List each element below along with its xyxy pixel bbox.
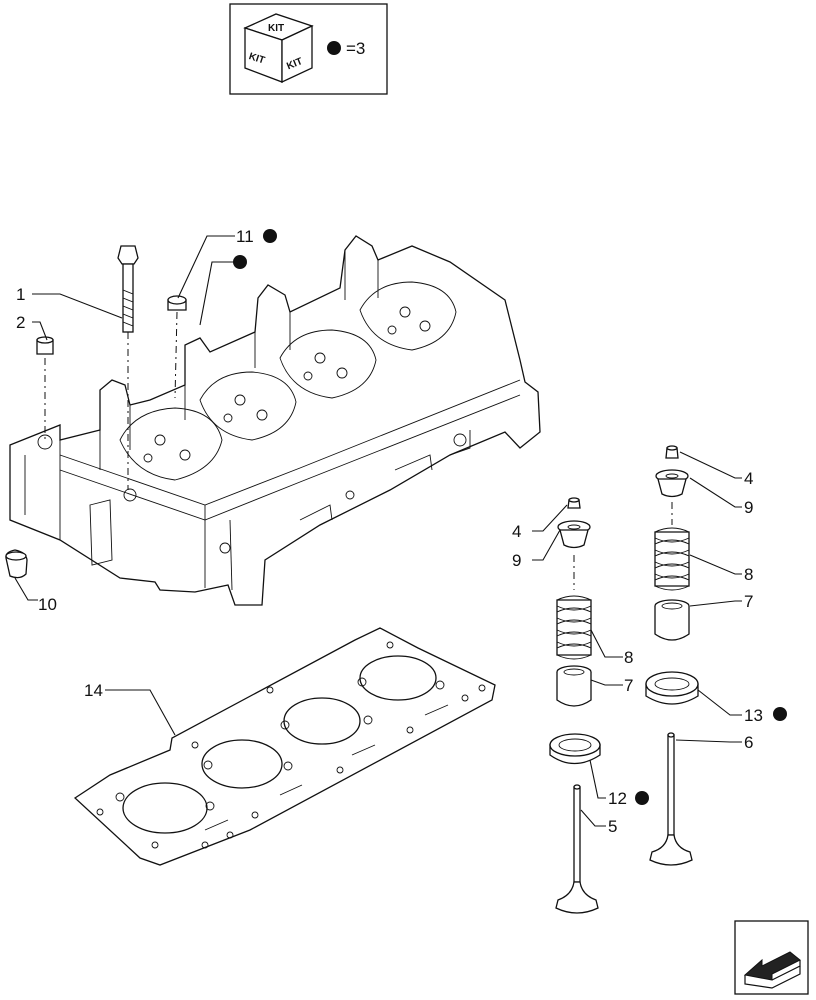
valve-spring-8-left — [556, 595, 592, 660]
plug-10 — [5, 549, 28, 579]
callout-7-left: 7 — [624, 676, 633, 695]
callout-1: 1 — [16, 285, 25, 304]
kit-equals-label: =3 — [346, 39, 365, 58]
callout-13-kit-dot-icon — [773, 707, 787, 721]
plug-2 — [36, 336, 54, 355]
callout-5: 5 — [608, 817, 617, 836]
callout-9-right: 9 — [744, 498, 753, 517]
spring-retainer-9-left — [557, 520, 591, 549]
arrow-icon — [743, 951, 801, 989]
valve-5-intake — [555, 784, 599, 914]
callout-13: 13 — [744, 706, 763, 725]
valve-seat-13 — [645, 671, 699, 705]
callout-7-right: 7 — [744, 592, 753, 611]
kit-left-label: KIT — [247, 51, 266, 66]
valve-stem-seal-7-left — [556, 665, 592, 707]
head-bolt — [117, 245, 139, 333]
callout-8-right: 8 — [744, 565, 753, 584]
callout-kit-dot-icon — [233, 255, 247, 269]
kit-cube-icon: KIT KIT KIT — [243, 13, 314, 84]
callout-labels: 1 2 11 10 14 4 9 8 7 4 9 8 7 13 6 12 5 — [16, 227, 787, 836]
callout-4-left: 4 — [512, 522, 521, 541]
kit-dot-icon — [327, 41, 341, 55]
valve-6-exhaust — [649, 732, 693, 866]
valve-seat-12 — [549, 733, 601, 765]
callout-11: 11 — [236, 227, 254, 246]
leader-lines — [14, 235, 742, 827]
callout-6: 6 — [744, 733, 753, 752]
callout-12: 12 — [608, 789, 627, 808]
callout-12-kit-dot-icon — [635, 791, 649, 805]
callout-2: 2 — [16, 313, 25, 332]
callout-9-left: 9 — [512, 551, 521, 570]
valve-stem-seal-7-right — [654, 599, 690, 641]
valve-spring-8-right — [654, 527, 690, 591]
callout-8-left: 8 — [624, 648, 633, 667]
cylinder-head — [9, 235, 541, 606]
callout-11-kit-dot-icon — [263, 229, 277, 243]
plug-11 — [167, 295, 187, 311]
spring-retainer-9-right — [655, 469, 689, 498]
valve-stack-left — [549, 497, 601, 914]
callout-4-right: 4 — [744, 469, 753, 488]
kit-legend: KIT KIT KIT =3 — [229, 3, 388, 95]
next-page-button[interactable] — [734, 920, 809, 995]
callout-14: 14 — [84, 681, 103, 700]
plug-11-axis-line — [174, 311, 178, 399]
callout-10: 10 — [38, 595, 57, 614]
kit-top-label: KIT — [268, 23, 284, 34]
head-gasket — [73, 627, 496, 866]
valve-collet-4-right — [665, 445, 679, 459]
valve-stack-right — [645, 445, 699, 866]
valve-collet-4-left — [567, 497, 581, 509]
